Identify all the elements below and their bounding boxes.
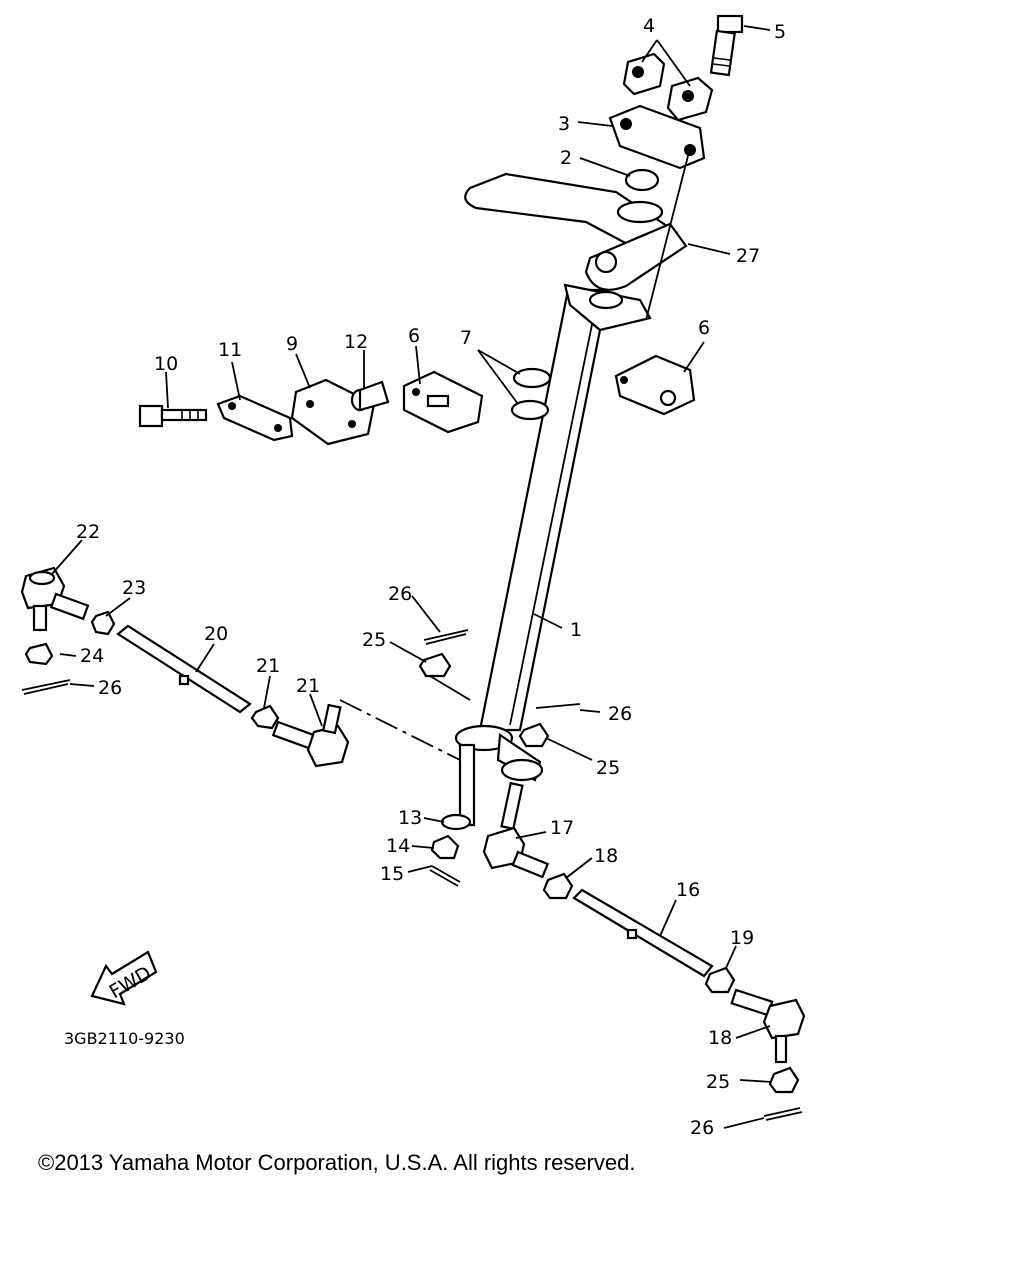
bolt-5 <box>709 14 744 77</box>
callout-16: 17 <box>550 817 574 839</box>
callout-27: 27 <box>736 245 760 267</box>
callout-21: 21 <box>296 675 320 697</box>
callout-10: 11 <box>218 339 242 361</box>
holder-6-right <box>614 354 696 416</box>
washer-12 <box>440 813 472 831</box>
nut-24 <box>90 610 116 636</box>
callout-8: 9 <box>286 333 298 355</box>
rod-end-16 <box>482 781 550 879</box>
handlebar-holder-lower <box>608 104 706 170</box>
nut-25-c <box>518 722 550 748</box>
callout-3: 3 <box>558 113 570 135</box>
callout-6-left: 6 <box>408 325 420 347</box>
nut-25-a <box>24 642 54 666</box>
callout-24: 23 <box>122 577 146 599</box>
callout-20: 20 <box>204 623 228 645</box>
callout-25-b: 25 <box>362 629 386 651</box>
callout-22: 21 <box>256 655 280 677</box>
callout-17: 18 <box>594 845 618 867</box>
bolt-9 <box>138 404 208 428</box>
cotter-pin-26-a <box>21 679 71 695</box>
collar-11 <box>350 380 390 412</box>
rod-end-18 <box>730 988 806 1064</box>
handlebar-holder-upper <box>622 52 714 122</box>
callout-1: 1 <box>570 619 582 641</box>
nut-25-d <box>768 1066 800 1094</box>
callout-26-d: 26 <box>690 1117 714 1139</box>
cotter-pin-14 <box>429 865 461 887</box>
callout-6-right: 6 <box>698 317 710 339</box>
callout-19: 19 <box>730 927 754 949</box>
cotter-pin-26-d <box>763 1107 803 1121</box>
callout-25-d: 25 <box>706 1071 730 1093</box>
callout-23: 22 <box>76 521 100 543</box>
steering-parts-diagram: FWD 3GB2110-9230 <box>20 14 806 1139</box>
plate-10 <box>216 394 294 442</box>
leader-lines <box>51 25 773 1129</box>
cotter-pin-26-b <box>423 629 469 645</box>
callout-25-c: 25 <box>596 757 620 779</box>
holder-6-left <box>402 370 484 434</box>
callout-13: 14 <box>386 835 410 857</box>
fwd-arrow-icon: FWD <box>90 950 158 1006</box>
nut-19 <box>704 966 736 994</box>
callout-26-c: 26 <box>608 703 632 725</box>
nut-25-b <box>418 652 452 678</box>
nut-17 <box>542 872 574 900</box>
callout-labels: 4 5 3 2 27 10 11 9 12 6 7 6 22 23 20 24 … <box>76 15 786 1139</box>
callout-2: 2 <box>560 147 572 169</box>
drawing-code: 3GB2110-9230 <box>64 1029 185 1048</box>
callout-9: 10 <box>154 353 178 375</box>
rod-end-23 <box>20 566 90 632</box>
callout-18: 18 <box>708 1027 732 1049</box>
collar-2 <box>624 168 660 192</box>
nut-22 <box>250 704 280 730</box>
callout-11: 12 <box>344 331 368 353</box>
bushing-7 <box>510 367 552 421</box>
tie-rod-20 <box>116 624 252 714</box>
steering-column <box>429 283 652 827</box>
steering-arm-27 <box>464 172 688 291</box>
callout-14: 15 <box>380 863 404 885</box>
cotter-pin-26-c <box>535 703 581 709</box>
copyright-notice: ©2013 Yamaha Motor Corporation, U.S.A. A… <box>38 1150 636 1175</box>
callout-25-a: 24 <box>80 645 104 667</box>
nut-13 <box>430 834 460 860</box>
callout-5: 5 <box>774 21 786 43</box>
callout-7: 7 <box>460 327 472 349</box>
callout-12: 13 <box>398 807 422 829</box>
tie-rod-15 <box>572 888 714 978</box>
callout-26-b: 26 <box>388 583 412 605</box>
callout-26-a: 26 <box>98 677 122 699</box>
callout-15: 16 <box>676 879 700 901</box>
callout-4: 4 <box>643 15 655 37</box>
rod-end-21 <box>271 703 350 768</box>
